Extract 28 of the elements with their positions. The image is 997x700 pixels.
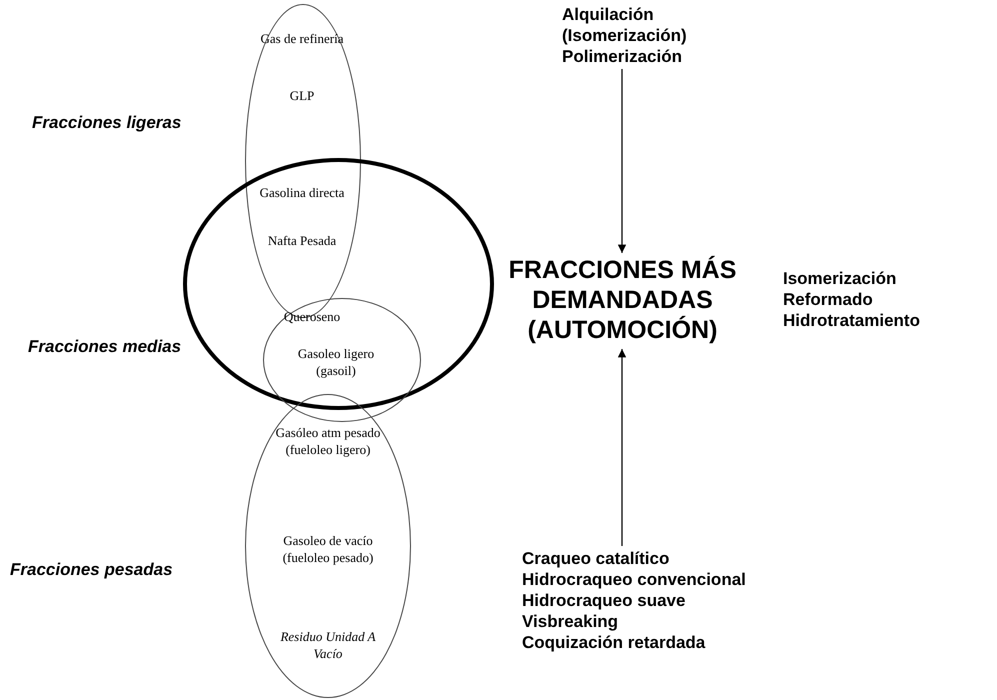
process-name: Visbreaking	[522, 611, 618, 632]
process-name: Alquilación	[562, 4, 654, 25]
process-name: Hidrocraqueo convencional	[522, 569, 746, 590]
heading-text: FRACCIONES MÁS DEMANDADAS (AUTOMOCIÓN)	[508, 255, 738, 345]
process-name: Hidrocraqueo suave	[522, 590, 686, 611]
fraction-name: Gasóleo atm pesado (fueloleo ligero)	[274, 424, 382, 458]
fraction-name: Gasoleo ligero (gasoil)	[296, 345, 376, 379]
process-name: Reformado	[783, 289, 873, 310]
fraction-ellipse	[245, 394, 411, 698]
fraction-group-label: Fracciones medias	[28, 337, 182, 357]
arrow	[618, 69, 626, 253]
fraction-name: Gasolina directa	[258, 184, 346, 201]
fraction-name: Gasoleo de vacío (fueloleo pesado)	[282, 532, 374, 566]
highlight-ring	[183, 158, 494, 410]
fraction-name: GLP	[288, 87, 316, 104]
fraction-ellipse	[263, 298, 421, 422]
fraction-name: Residuo Unidad A Vacío	[279, 628, 377, 662]
arrow	[618, 349, 626, 546]
process-name: Isomerización	[783, 268, 896, 289]
fraction-name: Nafta Pesada	[266, 232, 338, 249]
fraction-group-label: Fracciones pesadas	[10, 560, 173, 580]
process-name: Craqueo catalítico	[522, 548, 670, 569]
fraction-name: Queroseno	[282, 308, 342, 325]
process-name: (Isomerización)	[562, 25, 687, 46]
process-name: Coquización retardada	[522, 632, 706, 653]
fraction-group-label: Fracciones ligeras	[32, 113, 182, 133]
process-name: Hidrotratamiento	[783, 310, 920, 331]
process-name: Polimerización	[562, 46, 682, 67]
